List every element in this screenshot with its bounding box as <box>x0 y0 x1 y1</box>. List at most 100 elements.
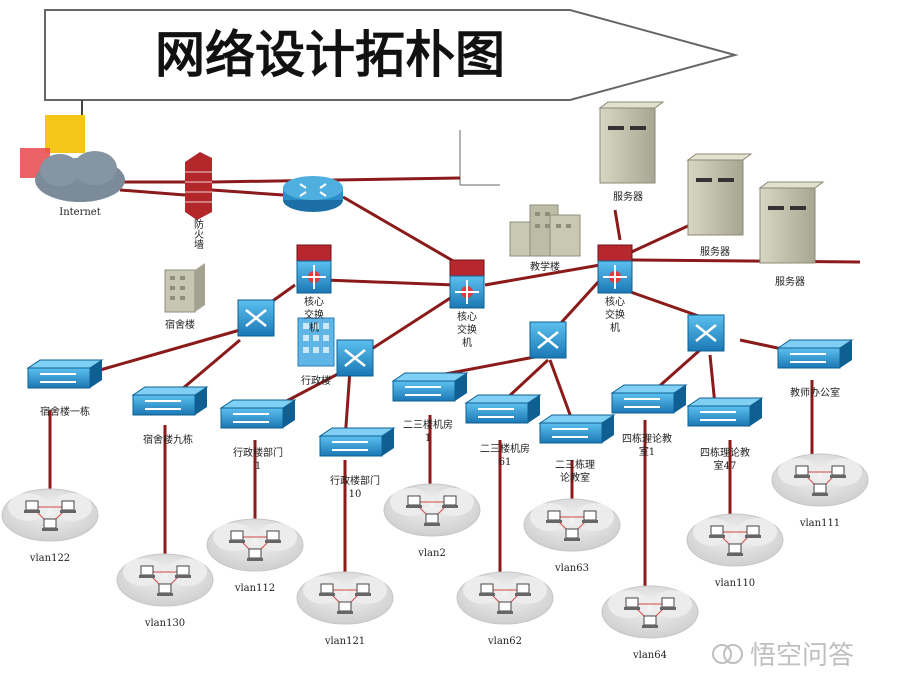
lan-clouds-group: vlan122vlan130vlan112vlan121vlan2vlan62v… <box>1 453 869 661</box>
network-link <box>503 358 550 402</box>
server-label: 服务器 <box>613 190 643 203</box>
diagram-title: 网络设计拓朴图 <box>155 26 505 84</box>
access-switch-label: 教师办公室 <box>790 386 840 399</box>
network-link <box>613 209 622 241</box>
lan-cloud-icon <box>601 585 699 639</box>
firewall-label: 防火墙 <box>192 218 204 250</box>
teaching-building-label: 教学楼 <box>530 260 560 273</box>
network-link <box>654 348 701 392</box>
access-switch-icon <box>538 414 616 444</box>
access-switch-icon <box>318 427 396 457</box>
access-switch-icon <box>391 372 469 402</box>
access-switch-sublabel: 1 <box>425 433 431 444</box>
access-switch-sublabel: 室1 <box>639 445 655 458</box>
vlan-label: vlan130 <box>144 618 185 629</box>
aggregation-switches-group <box>237 299 725 377</box>
lan-cloud-icon <box>523 498 621 552</box>
server-label: 服务器 <box>775 275 805 288</box>
computer-icon <box>424 513 440 526</box>
links-layer <box>48 176 861 595</box>
network-link <box>119 188 186 197</box>
building-icon <box>164 263 205 313</box>
core-switch-label: 核心 <box>457 310 477 323</box>
lan-cloud-icon <box>1 488 99 542</box>
vlan-label: vlan110 <box>714 578 755 589</box>
computer-icon <box>709 525 725 538</box>
core-switch-label: 交换 <box>605 308 625 321</box>
lan-cloud-icon <box>206 518 304 572</box>
admin-building-label: 行政楼 <box>301 374 331 387</box>
access-switch-label: 二三楼机房 <box>403 418 453 431</box>
access-switch-label: 行政楼部门 <box>330 474 380 487</box>
aggregation-switch-icon <box>529 321 567 359</box>
aggregation-switch-icon <box>336 339 374 377</box>
computer-icon <box>745 525 761 538</box>
network-link <box>211 188 284 197</box>
access-switch-icon <box>219 399 297 429</box>
vlan-label: vlan121 <box>324 636 365 647</box>
computer-icon <box>497 601 513 614</box>
watermark-text: 悟空问答 <box>750 641 854 671</box>
core-switch-label: 机 <box>309 321 319 334</box>
computer-icon <box>642 615 658 628</box>
computer-icon <box>319 583 335 596</box>
watermark-icon <box>723 644 743 664</box>
access-switch-label: 宿舍楼一栋 <box>40 405 90 418</box>
core-switch-icon <box>449 259 485 309</box>
computer-icon <box>337 601 353 614</box>
access-switch-label: 行政楼部门 <box>233 446 283 459</box>
vlan-label: vlan64 <box>632 650 667 661</box>
access-switch-label: 四栋理论教 <box>700 446 750 459</box>
computer-icon <box>794 465 810 478</box>
watermark: 悟空问答 <box>712 641 854 671</box>
core-switch-icon <box>296 244 332 294</box>
logo-square-yellow <box>45 115 85 153</box>
access-switch-icon <box>776 339 854 369</box>
core-switch-label: 机 <box>462 336 472 349</box>
computer-icon <box>175 565 191 578</box>
network-link <box>708 354 717 406</box>
network-link <box>324 278 456 287</box>
vlan-label: vlan63 <box>554 563 589 574</box>
building-icon <box>297 317 335 367</box>
access-switch-icon <box>686 397 764 427</box>
watermark-icon <box>712 644 732 664</box>
core-switch-label: 核心 <box>605 295 625 308</box>
vlan-label: vlan62 <box>487 636 522 647</box>
computer-icon <box>624 597 640 610</box>
vlan-label: vlan2 <box>417 548 446 559</box>
access-switch-label: 二三楼机房 <box>480 442 530 455</box>
firewall-icon <box>185 152 212 220</box>
computer-icon <box>515 583 531 596</box>
access-switch-sublabel: 论教室 <box>560 471 590 484</box>
network-link <box>484 263 601 287</box>
network-link <box>548 359 574 421</box>
network-link <box>99 328 241 372</box>
internet-node: Internet <box>20 115 125 218</box>
computer-icon <box>660 597 676 610</box>
access-switch-sublabel: 室47 <box>714 459 737 472</box>
computer-icon <box>727 543 743 556</box>
network-link <box>439 353 546 377</box>
access-switch-sublabel: 1 <box>255 461 261 472</box>
lan-cloud-icon <box>383 483 481 537</box>
lan-cloud-icon <box>771 453 869 507</box>
computer-icon <box>139 565 155 578</box>
server-icon <box>598 101 665 184</box>
cloud-icon <box>35 151 125 202</box>
computer-icon <box>830 465 846 478</box>
access-switch-icon <box>26 359 104 389</box>
computer-icon <box>442 495 458 508</box>
title-banner: 网络设计拓朴图 <box>44 9 739 101</box>
vlan-label: vlan112 <box>234 583 275 594</box>
network-link <box>211 176 461 184</box>
network-link <box>174 338 241 397</box>
computer-icon <box>42 518 58 531</box>
access-switch-label: 四栋理论教 <box>622 432 672 445</box>
network-link <box>369 293 456 352</box>
computer-icon <box>265 530 281 543</box>
